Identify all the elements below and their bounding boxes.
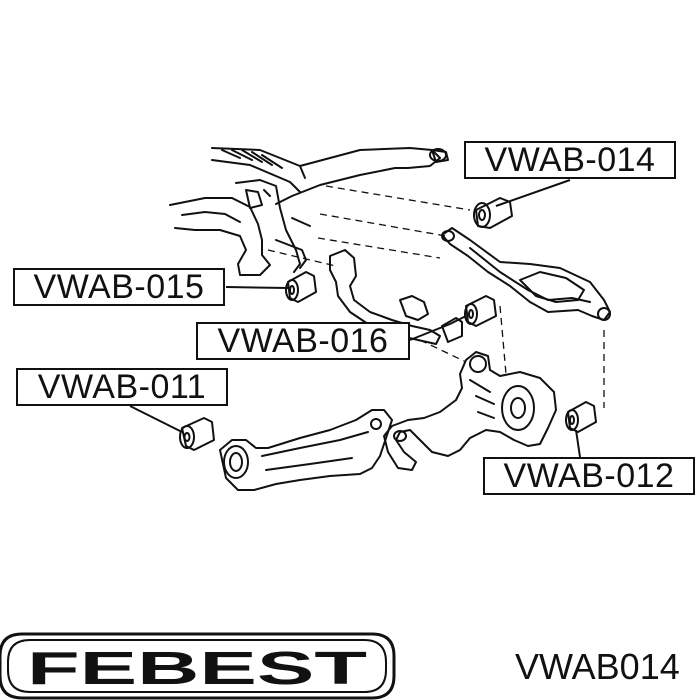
bushing-vwab-016-drawing: [464, 295, 497, 327]
callout-vwab-016: VWAB-016: [196, 322, 410, 360]
bushing-vwab-014-drawing: [473, 197, 513, 229]
callout-vwab-014: VWAB-014: [464, 141, 676, 179]
lower-link-arm-drawing: [329, 249, 463, 345]
assembly-dashed-lines: [267, 185, 605, 408]
upper-control-arm-drawing: [441, 227, 611, 321]
logo-wordmark: FEBEST: [27, 642, 367, 694]
leader-lines: [129, 179, 581, 458]
rear-subframe-drawing: [169, 147, 449, 276]
wheel-carrier-drawing: [383, 351, 557, 471]
part-number-label: VWAB014: [515, 646, 680, 687]
bushing-vwab-012-drawing: [565, 401, 597, 433]
febest-logo: FEBEST: [0, 632, 396, 700]
callout-vwab-012: VWAB-012: [483, 457, 695, 495]
trailing-arm-drawing: [219, 409, 393, 491]
callout-vwab-015: VWAB-015: [13, 268, 225, 306]
callout-vwab-011: VWAB-011: [16, 368, 228, 406]
bushing-vwab-011-drawing: [179, 417, 215, 451]
bushing-vwab-015-drawing: [285, 271, 317, 303]
